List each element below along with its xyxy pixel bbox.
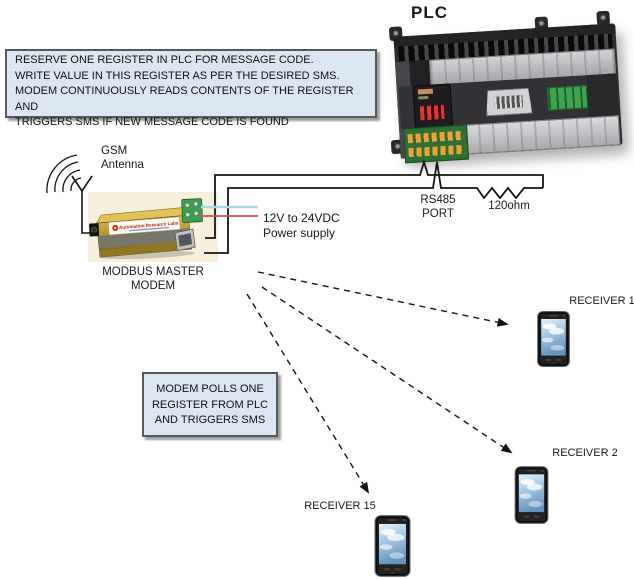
plc-note-line: TRIGGERS SMS IF NEW MESSAGE CODE IS FOUN… <box>15 116 289 128</box>
power-supply-label-line: 12V to 24VDC <box>263 211 340 225</box>
power-supply-label-line: Power supply <box>263 226 336 240</box>
gsm-antenna-label: GSM Antenna <box>101 144 144 172</box>
sms-arrow-receiver-1 <box>257 271 509 327</box>
termination-resistor-label: 120ohm <box>488 200 530 212</box>
receiver-2-label: RECEIVER 2 <box>552 447 618 459</box>
modem-note-line: AND TRIGGERS SMS <box>154 414 266 426</box>
plc-cpu-label-icon <box>417 88 434 95</box>
plc-device-body <box>388 10 623 164</box>
rs485-port-label: RS485 PORT <box>408 194 468 221</box>
modem-brand-text: Automation Research Labs <box>119 220 179 230</box>
receiver-2-phone-icon <box>514 466 549 524</box>
plc-note-line: RESERVE ONE REGISTER IN PLC FOR MESSAGE … <box>15 54 314 66</box>
gsm-antenna-label-line: Antenna <box>101 159 144 171</box>
plc-cpu-panel <box>412 83 454 130</box>
power-supply-label: 12V to 24VDC Power supply <box>263 211 340 241</box>
sms-arrow-receiver-2 <box>261 286 513 454</box>
modem-caption-line: MODBUS MASTER <box>102 266 204 278</box>
receiver-15-phone-icon <box>374 515 411 577</box>
plc-green-terminal-icon <box>546 85 589 111</box>
plc-device-image <box>383 10 633 172</box>
plc-note-line: WRITE VALUE IN THIS REGISTER AS PER THE … <box>15 69 340 82</box>
plc-title: PLC <box>411 3 448 22</box>
receiver-1-label: RECEIVER 1 <box>569 295 634 307</box>
modem-caption-line: MODEM <box>130 280 176 292</box>
rs485-port-label-line: PORT <box>422 207 454 220</box>
modem-note-box: MODEM POLLS ONE REGISTER FROM PLC AND TR… <box>142 372 278 437</box>
modem-note-line: MODEM POLLS ONE <box>156 383 264 395</box>
receiver-15-label: RECEIVER 15 <box>304 500 376 512</box>
plc-note-box: RESERVE ONE REGISTER IN PLC FOR MESSAGE … <box>5 49 377 128</box>
plc-expansion-panel <box>586 73 619 118</box>
receiver-1-phone-icon <box>537 310 570 368</box>
plc-note-line: MODEM CONTINUOUSLY READS CONTENTS OF THE… <box>15 85 354 113</box>
modem-note-line: REGISTER FROM PLC <box>151 398 269 411</box>
plc-serial-port-icon <box>485 88 533 117</box>
modem-power-terminal-icon <box>181 198 203 223</box>
plc-rs485-terminal-icon <box>403 124 470 164</box>
modem-caption: MODBUS MASTER MODEM <box>88 265 218 293</box>
plc-led-display-icon <box>419 104 445 121</box>
modem-serial-port-icon <box>174 228 196 252</box>
plc-serial-pins <box>494 95 523 109</box>
modem-url-line <box>129 227 169 232</box>
plc-cpu-label-icon <box>418 95 429 100</box>
gsm-antenna-label-line: GSM <box>101 145 128 157</box>
modem-device-image: Automation Research Labs <box>88 192 218 262</box>
modem-brand-label: Automation Research Labs <box>108 216 181 236</box>
rs485-port-label-line: RS485 <box>420 194 456 206</box>
